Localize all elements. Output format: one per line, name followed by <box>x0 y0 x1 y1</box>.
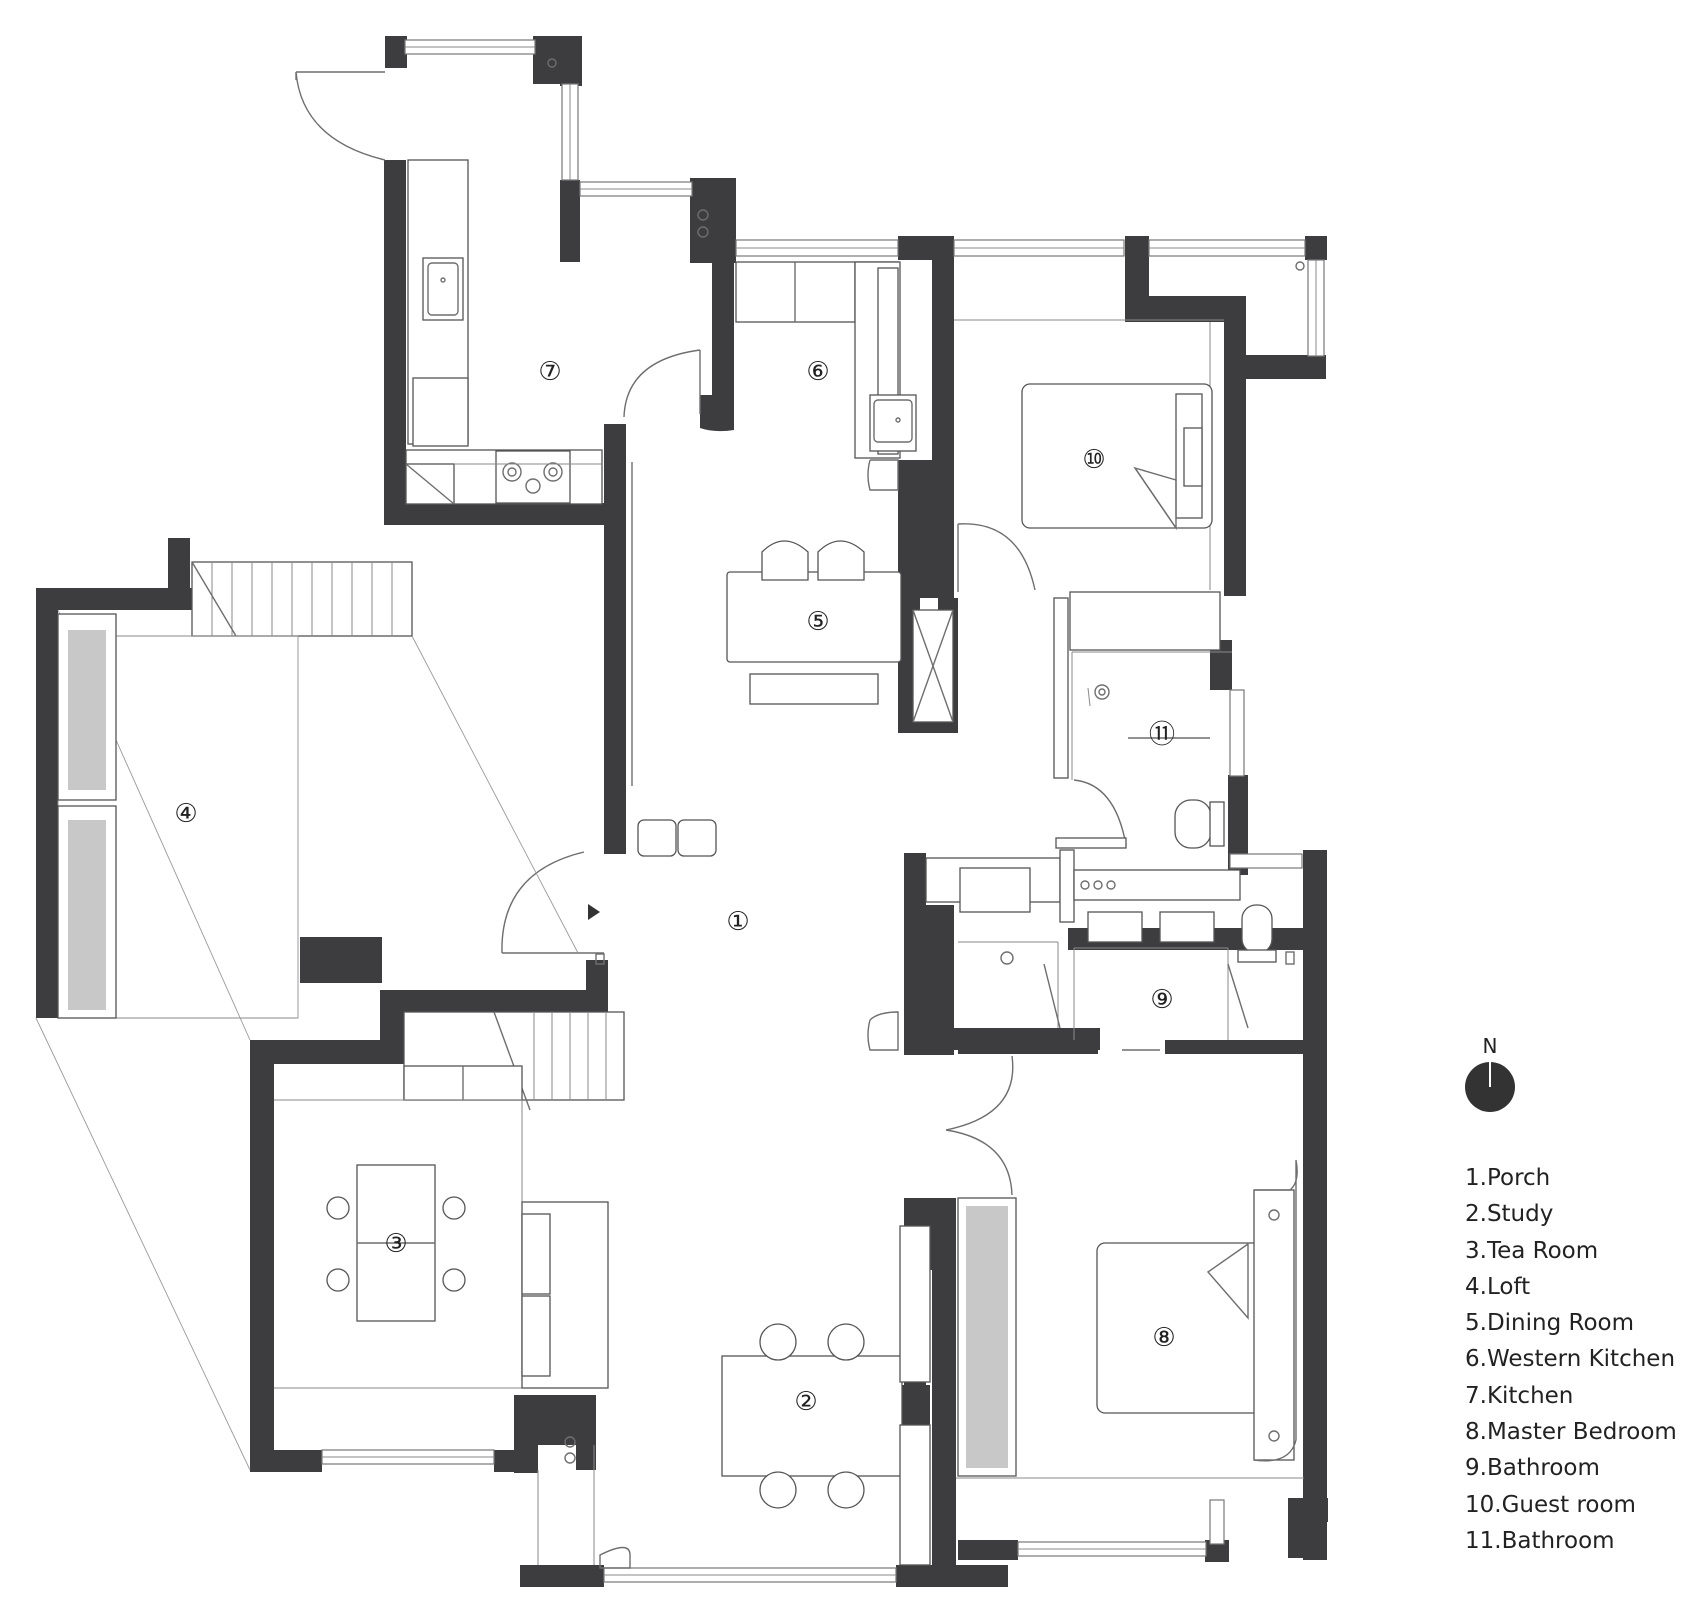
marker-guest-room: ⑩ <box>1082 445 1105 475</box>
marker-study: ② <box>794 1387 817 1417</box>
marker-bathroom-9: ⑨ <box>1150 985 1173 1015</box>
walls <box>36 36 1328 1587</box>
marker-porch: ① <box>726 907 749 937</box>
legend-item-master-bedroom: 8.Master Bedroom <box>1465 1419 1677 1446</box>
legend-item-kitchen: 7.Kitchen <box>1465 1382 1574 1409</box>
loft-mattress-dots <box>68 630 106 1010</box>
marker-master-bedroom: ⑧ <box>1152 1323 1175 1353</box>
marker-dining-room: ⑤ <box>806 607 829 637</box>
marker-bathroom-11: ⑪ <box>1149 720 1175 750</box>
legend-item-tea-room: 3.Tea Room <box>1465 1237 1599 1264</box>
legend-item-western-kitchen: 6.Western Kitchen <box>1465 1346 1676 1373</box>
legend-item-dining-room: 5.Dining Room <box>1465 1310 1634 1337</box>
legend-item-guest-room: 10.Guest room <box>1465 1491 1636 1518</box>
legend-item-loft: 4.Loft <box>1465 1273 1531 1300</box>
windows-and-lines <box>35 39 1325 1583</box>
marker-kitchen: ⑦ <box>538 357 561 387</box>
marker-loft: ④ <box>174 799 197 829</box>
legend-item-bathroom-11: 11.Bathroom <box>1465 1527 1615 1554</box>
legend-item-porch: 1.Porch <box>1465 1165 1551 1191</box>
north-compass: N <box>1465 1034 1515 1112</box>
legend-item-study: 2.Study <box>1465 1201 1554 1228</box>
legend-item-bathroom-9: 9.Bathroom <box>1465 1455 1600 1482</box>
marker-tea-room: ③ <box>384 1229 407 1259</box>
room-markers: ① ② ③ ④ ⑤ ⑥ ⑦ ⑧ ⑨ ⑩ ⑪ <box>174 357 1175 1417</box>
marker-western-kitchen: ⑥ <box>806 357 829 387</box>
room-legend: 1.Porch 2.Study 3.Tea Room 4.Loft 5.Dini… <box>1465 1160 1677 1559</box>
compass-label: N <box>1483 1034 1498 1058</box>
